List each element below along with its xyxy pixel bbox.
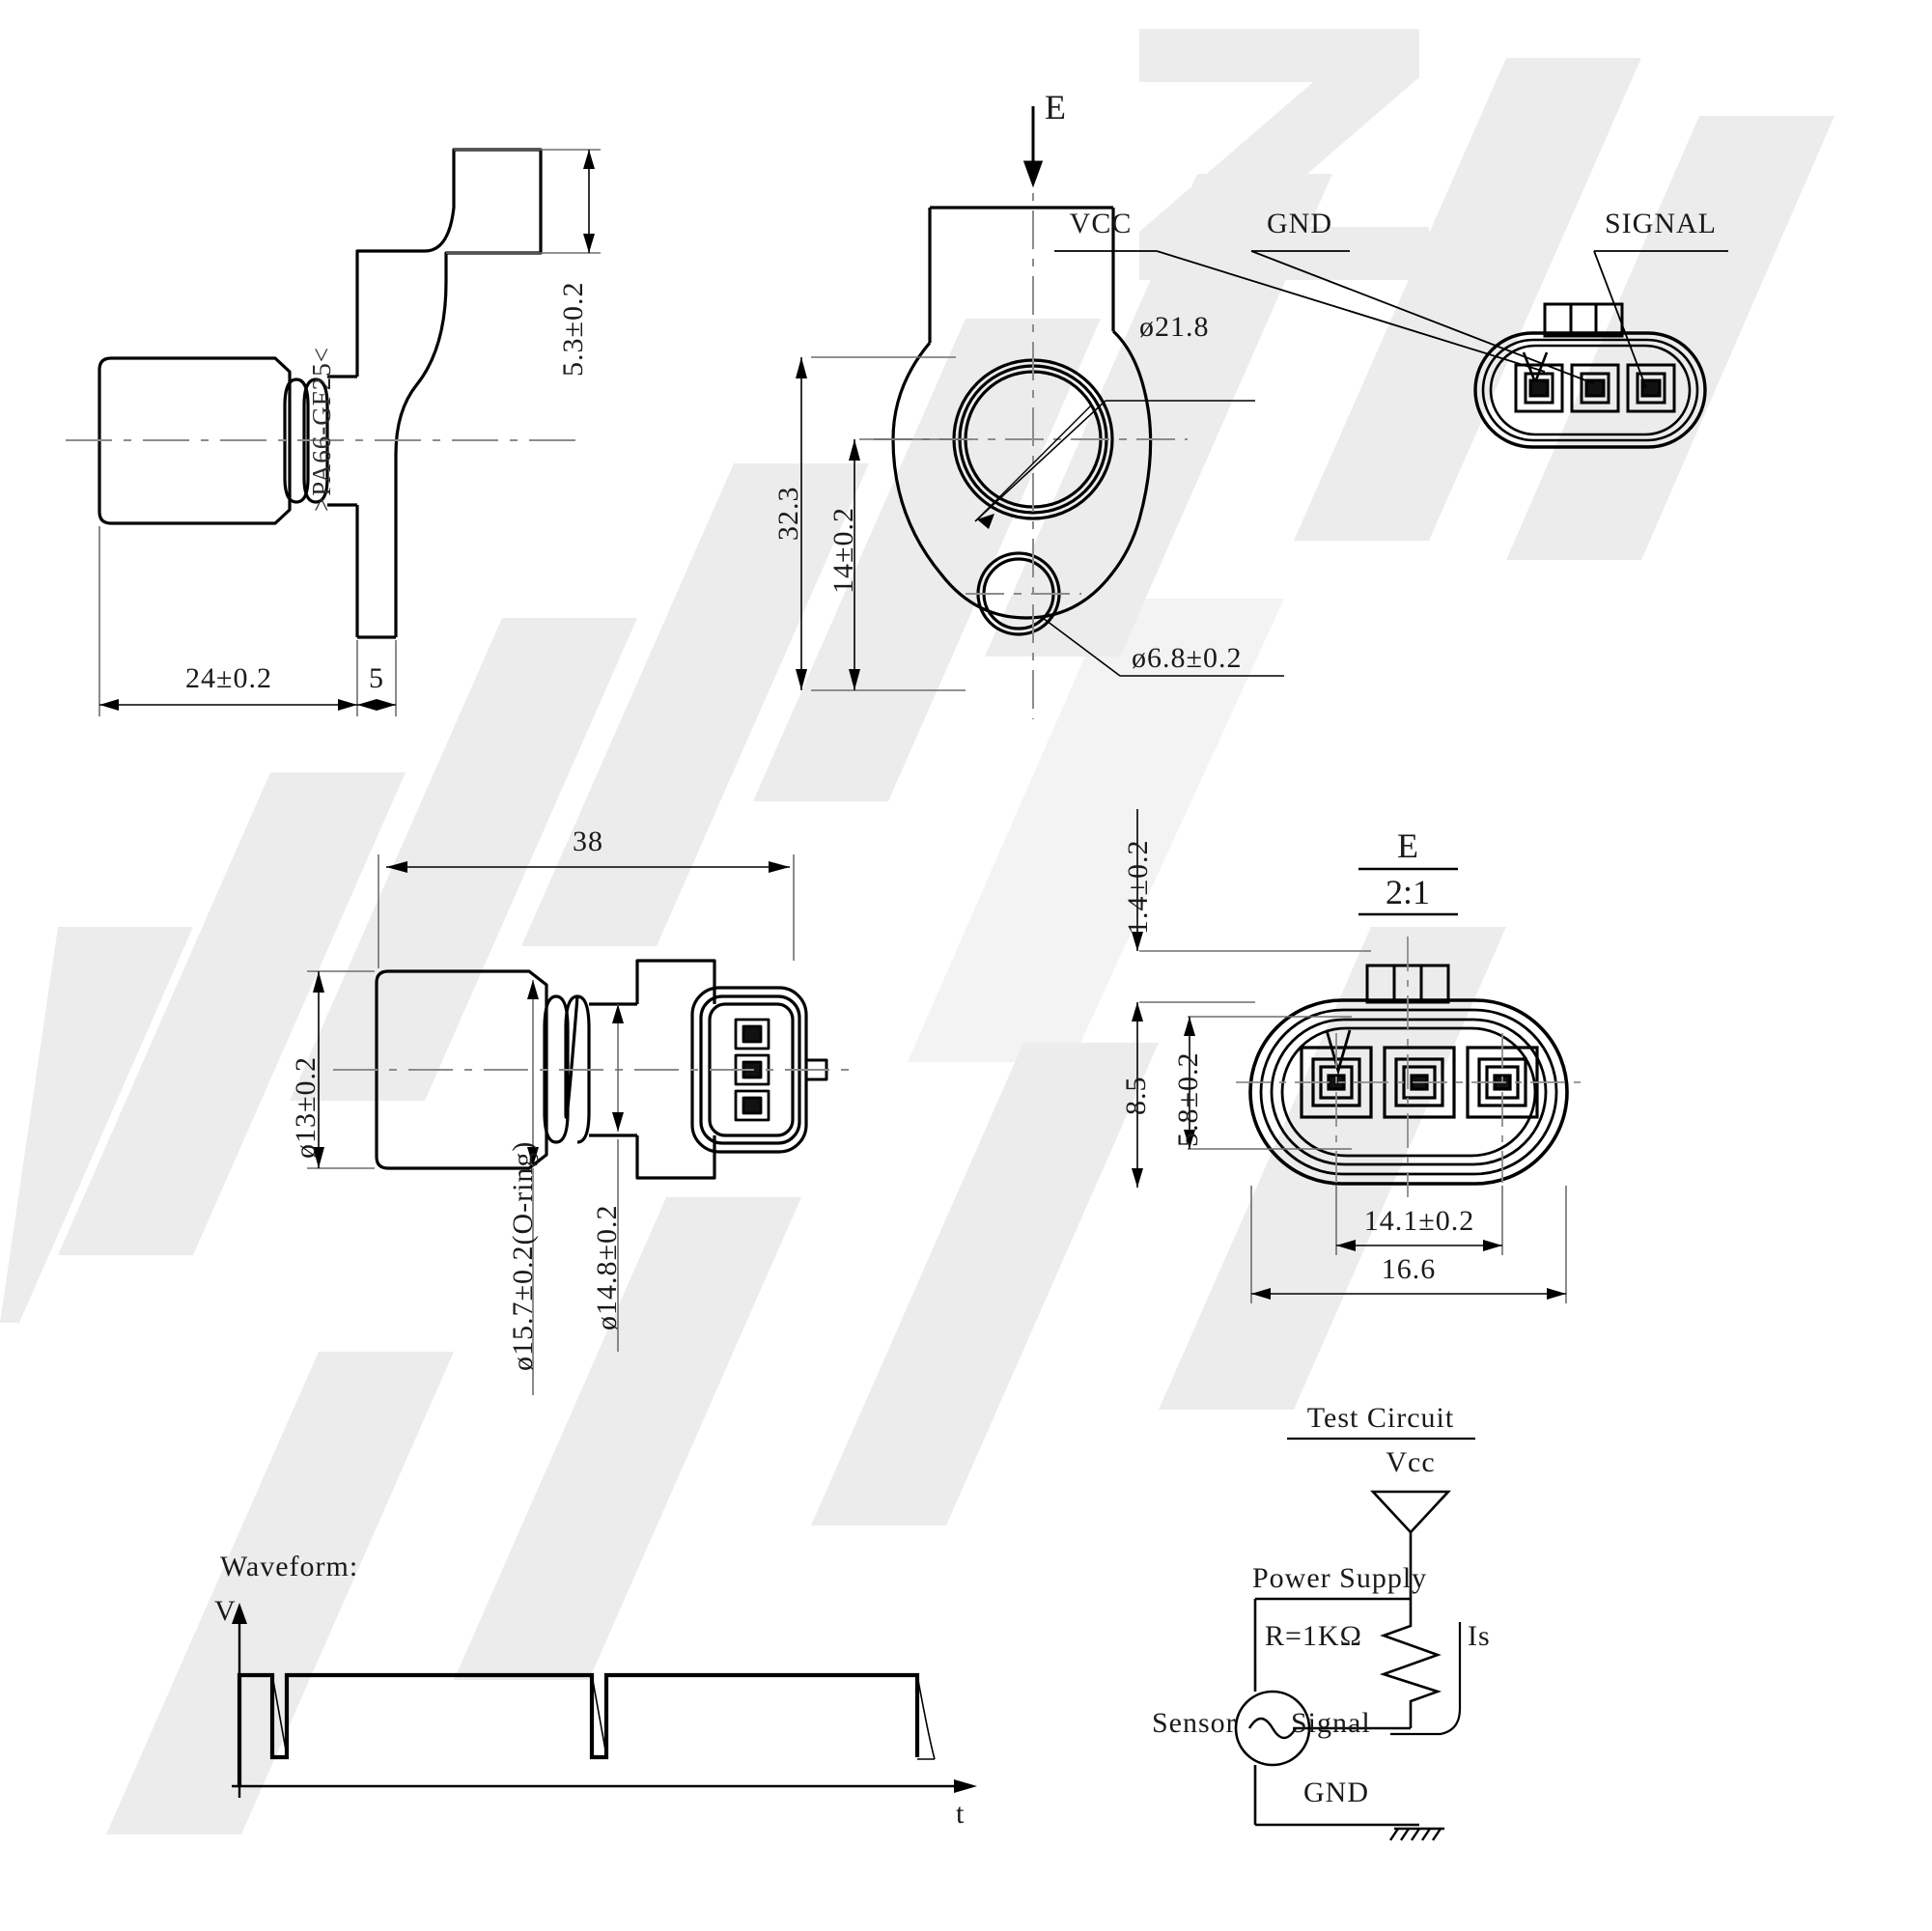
dim-height-5-3: 5.3±0.2	[557, 281, 589, 377]
pin-label-gnd: GND	[1267, 208, 1332, 239]
circuit-label-vcc: Vcc	[1386, 1446, 1436, 1478]
circuit-label-is: Is	[1468, 1620, 1491, 1652]
dim-arrows-top-flange	[796, 357, 994, 690]
waveform-y-axis: V	[214, 1595, 237, 1627]
detail-e-title-rules	[1358, 867, 1458, 916]
watermark	[0, 29, 1834, 1834]
circuit-label-gnd: GND	[1303, 1777, 1369, 1808]
circuit-label-resistor: R=1KΩ	[1265, 1620, 1362, 1652]
pinout-leaders	[1054, 250, 1728, 389]
pin-label-signal: SIGNAL	[1605, 208, 1717, 239]
dim-height-8-5: 8.5	[1120, 1076, 1152, 1116]
view-test-circuit	[1234, 1437, 1475, 1841]
dimensions-detail-e	[1136, 809, 1567, 1303]
dimensions-top-flange	[800, 356, 1284, 691]
dim-bore-21-8: ø21.8	[1139, 311, 1210, 343]
dimensions-side	[307, 854, 795, 1395]
waveform-title: Waveform:	[220, 1551, 359, 1582]
test-circuit-title: Test Circuit	[1306, 1402, 1455, 1434]
circuit-label-signal: Signal	[1291, 1707, 1371, 1739]
dim-overall-38: 38	[573, 826, 603, 857]
detail-label-e: E	[1397, 826, 1418, 865]
view-pinout	[1473, 302, 1707, 449]
pin-label-vcc: VCC	[1069, 208, 1133, 239]
dim-overall-32-3: 32.3	[772, 486, 804, 542]
dim-hole-6-8: ø6.8±0.2	[1132, 642, 1243, 674]
circuit-label-power-supply: Power Supply	[1252, 1562, 1428, 1594]
dim-flange-5: 5	[369, 662, 384, 694]
detail-scale: 2:1	[1385, 873, 1431, 911]
dim-length-24: 24±0.2	[185, 662, 272, 694]
dim-oring-15-7: ø15.7±0.2(O-ring)	[507, 1140, 539, 1371]
dim-arrows-side	[313, 861, 790, 1168]
waveform-x-axis: t	[956, 1798, 966, 1830]
dim-tab-1-4: 1.4±0.2	[1122, 839, 1154, 935]
dim-width-14-1: 14.1±0.2	[1363, 1205, 1475, 1237]
view-waveform	[232, 1603, 977, 1798]
circuit-label-sensor: Sensor	[1152, 1707, 1237, 1739]
section-arrow-e	[1022, 106, 1044, 188]
dim-width-16-6: 16.6	[1381, 1253, 1437, 1285]
section-label-e-top: E	[1045, 88, 1066, 126]
dim-center-14: 14±0.2	[827, 507, 859, 594]
material-marking: >PA66-GF25<	[307, 347, 336, 512]
dim-dia-13: ø13±0.2	[290, 1056, 322, 1159]
dim-arrows-detail-e	[1132, 932, 1566, 1300]
dim-dia-14-8: ø14.8±0.2	[591, 1204, 623, 1330]
dim-pin-pitch-5-8: 5.8±0.2	[1172, 1051, 1204, 1147]
dim-arrows-front-section	[99, 150, 595, 711]
view-front-section	[98, 148, 543, 639]
centerlines-detail-e	[1236, 937, 1583, 1197]
